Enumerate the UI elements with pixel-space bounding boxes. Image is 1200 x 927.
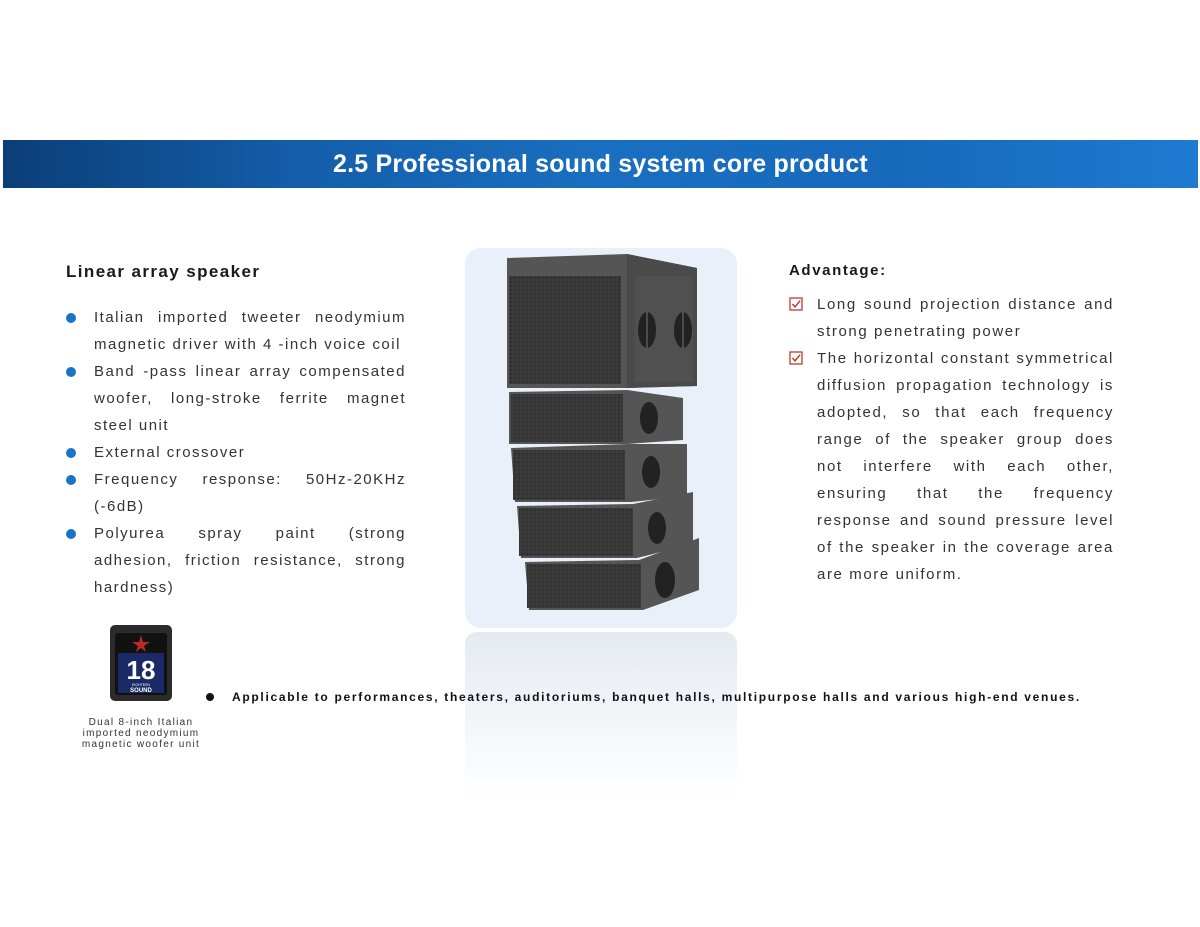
eighteen-sound-badge: 18 EIGHTEEN SOUND: [110, 625, 172, 701]
page-title: 2.5 Professional sound system core produ…: [333, 149, 868, 178]
applicable-note: Applicable to performances, theaters, au…: [206, 690, 1081, 704]
badge-small-text: EIGHTEEN: [132, 683, 150, 687]
spec-section: Linear array speaker Italian imported tw…: [66, 262, 406, 601]
advantage-section: Advantage: Long sound projection distanc…: [789, 262, 1114, 588]
feature-item: Band -pass linear array compensated woof…: [66, 358, 406, 439]
checkbox-check-icon: [789, 351, 803, 365]
badge-word: SOUND: [130, 688, 152, 694]
feature-list: Italian imported tweeter neodymium magne…: [66, 304, 406, 601]
advantage-item: Long sound projection distance and stron…: [789, 291, 1114, 345]
badge-caption: Dual 8-inch Italian imported neodymium m…: [81, 717, 201, 750]
feature-item: External crossover: [66, 439, 406, 466]
feature-item: Frequency response: 50Hz-20KHz (-6dB): [66, 466, 406, 520]
section-heading: Linear array speaker: [66, 262, 261, 281]
advantage-list: Long sound projection distance and stron…: [789, 291, 1114, 588]
feature-item: Polyurea spray paint (strong adhesion, f…: [66, 520, 406, 601]
title-banner: 2.5 Professional sound system core produ…: [3, 140, 1198, 188]
badge-number: 18: [127, 655, 156, 685]
feature-item: Italian imported tweeter neodymium magne…: [66, 304, 406, 358]
bullet-dot-icon: [66, 448, 76, 458]
applicable-text: Applicable to performances, theaters, au…: [232, 690, 1081, 704]
advantage-item: The horizontal constant symmetrical diff…: [789, 345, 1114, 588]
bullet-dot-icon: [206, 693, 214, 701]
bullet-dot-icon: [66, 313, 76, 323]
speaker-product-image: [465, 248, 737, 628]
bullet-dot-icon: [66, 367, 76, 377]
line-array-speaker-illustration: [507, 254, 699, 610]
product-reflection: [465, 632, 737, 797]
advantage-heading: Advantage:: [789, 262, 887, 279]
eighteen-sound-logo-icon: 18 EIGHTEEN SOUND: [110, 625, 172, 701]
checkbox-check-icon: [789, 297, 803, 311]
bullet-dot-icon: [66, 529, 76, 539]
bullet-dot-icon: [66, 475, 76, 485]
